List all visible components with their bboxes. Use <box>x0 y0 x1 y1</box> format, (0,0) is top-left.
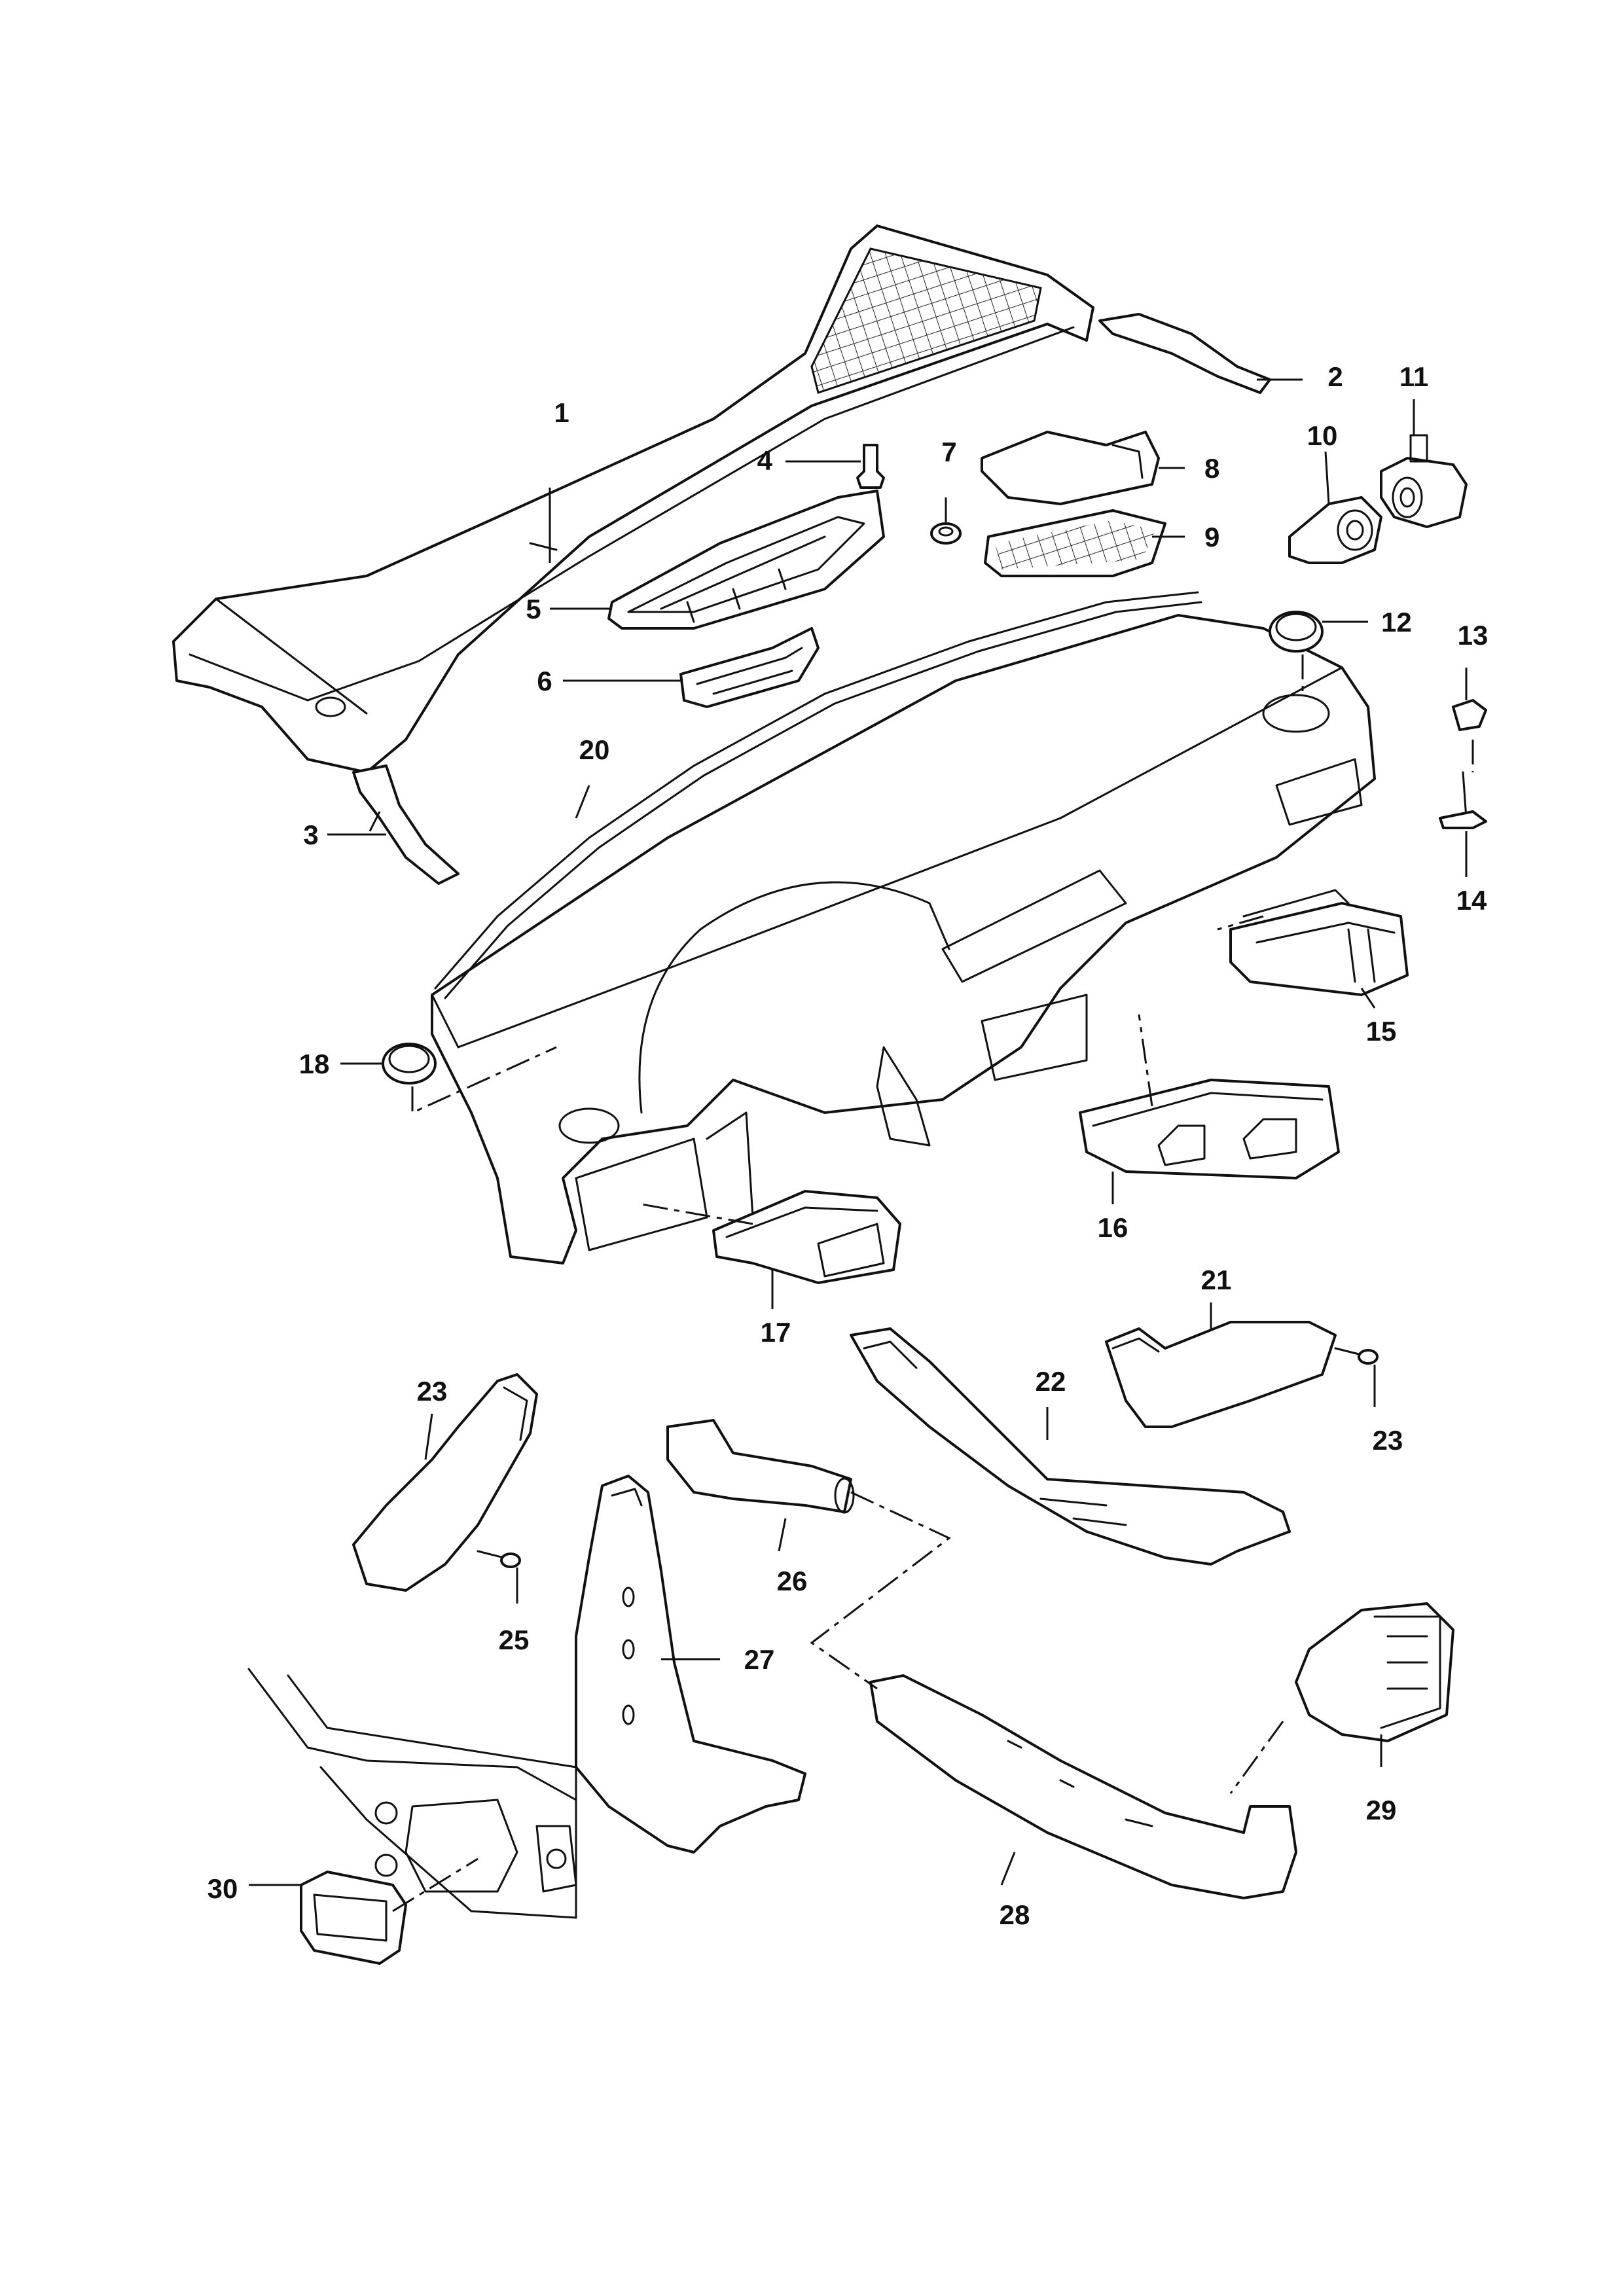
screw-23-right <box>1334 1347 1379 1365</box>
part-13-grille <box>984 509 1166 577</box>
part-12-duct <box>850 1327 1291 1566</box>
part-4-vent-cap <box>1269 611 1324 653</box>
callout-30: 13 <box>1458 620 1489 651</box>
callout-29: 14 <box>1456 885 1487 916</box>
part-9-duct <box>352 1373 538 1592</box>
callout-22: 7 <box>941 437 956 467</box>
callout-5: 18 <box>299 1049 330 1079</box>
part-11-duct <box>575 1475 806 1854</box>
callout-23-right: 23 <box>1373 1425 1403 1456</box>
part-17-clip <box>856 444 885 489</box>
callout-26: 26 <box>777 1566 808 1596</box>
part-3-cowl-panel <box>172 224 1094 774</box>
part-1-end-piece <box>352 764 460 885</box>
callout-25: 30 <box>208 1873 238 1904</box>
callout-9: 23 <box>417 1376 448 1407</box>
part-20-sensor <box>1380 434 1468 528</box>
part-8-center-vent <box>1079 1079 1340 1179</box>
part-6-air-vent <box>712 1190 901 1284</box>
callout-20: 11 <box>1399 361 1428 392</box>
part-25-cover <box>300 1871 407 1965</box>
callout-23-left: 25 <box>499 1624 530 1655</box>
callout-12: 22 <box>1036 1366 1066 1397</box>
callout-15: 5 <box>526 594 541 624</box>
part-5-vent-cap <box>382 1043 437 1085</box>
part-10-duct <box>1105 1321 1337 1428</box>
callout-7: 15 <box>1366 1016 1397 1047</box>
callout-16: 6 <box>537 666 552 696</box>
callout-28: 29 <box>1366 1795 1397 1825</box>
part-14-bracket <box>981 431 1160 505</box>
part-27-duct <box>869 1674 1297 1899</box>
callout-4: 12 <box>1381 607 1412 637</box>
callout-11: 27 <box>744 1644 775 1675</box>
callout-13: 9 <box>1204 522 1219 552</box>
callout-8: 16 <box>1098 1212 1128 1243</box>
callout-1: 3 <box>303 819 318 850</box>
part-22-nut <box>930 522 962 545</box>
part-28-blower-unit <box>1295 1602 1454 1742</box>
leader-lines <box>249 378 1468 1886</box>
part-18-seal-strip <box>434 591 1202 999</box>
assembly-lines <box>392 655 1474 1912</box>
part-16-vent <box>679 627 820 708</box>
part-26-duct <box>666 1419 855 1514</box>
part-21-sensor <box>1288 496 1382 564</box>
callout-labels: 1 2 3 4 5 6 7 8 9 10 11 12 13 14 15 16 1… <box>208 361 1489 1930</box>
callout-6: 17 <box>761 1317 791 1348</box>
part-30-clip <box>1452 699 1487 731</box>
callout-3: 1 <box>554 397 569 428</box>
callout-27: 28 <box>1000 1899 1030 1930</box>
callout-2: 2 <box>1327 361 1343 392</box>
callout-14: 8 <box>1204 453 1219 484</box>
part-2-cowl-end-piece <box>1098 313 1271 394</box>
callout-10: 21 <box>1201 1265 1232 1295</box>
callout-18: 20 <box>579 734 610 765</box>
callout-17: 4 <box>757 445 773 476</box>
dashboard-body <box>431 614 1376 1265</box>
body-floor-section <box>247 1668 577 1919</box>
screw-23-left <box>477 1550 521 1568</box>
callout-21: 10 <box>1307 420 1338 451</box>
part-15-defrost-vent <box>607 490 885 630</box>
part-29-pin <box>1439 771 1487 829</box>
part-7-air-vent <box>1229 889 1409 996</box>
